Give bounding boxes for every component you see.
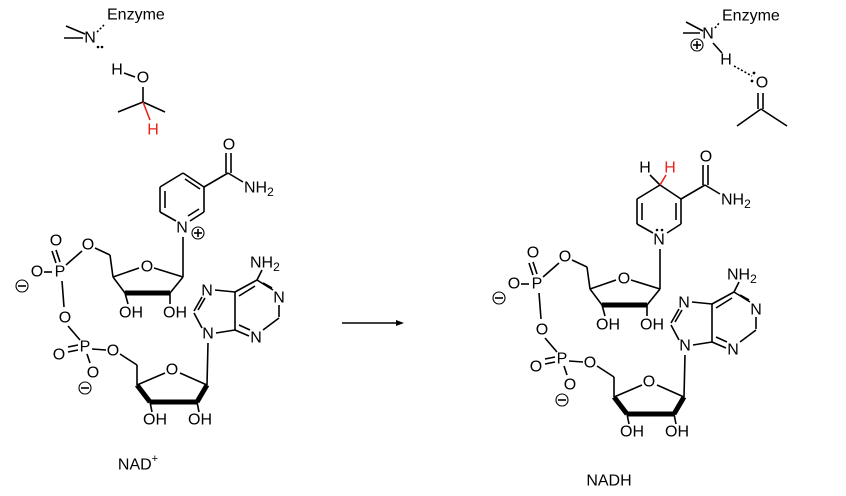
negative-charge-icon bbox=[555, 393, 569, 407]
reactant-label: NAD+ bbox=[118, 453, 158, 474]
atom-label: O bbox=[527, 245, 539, 262]
negative-charge-icon bbox=[78, 381, 92, 395]
atom-label: O bbox=[618, 271, 630, 288]
atom-label: P bbox=[557, 351, 568, 368]
atom-label: O bbox=[166, 362, 178, 379]
ketone-oxygen: O bbox=[756, 75, 768, 92]
atom-label: N bbox=[679, 338, 691, 355]
atom-label: O bbox=[223, 137, 235, 154]
atom-label: OH bbox=[188, 412, 212, 429]
atom-label: P bbox=[80, 339, 91, 356]
adenine-nh2: NH2 bbox=[727, 267, 757, 287]
atom-label: N bbox=[750, 302, 762, 319]
negative-charge-icon bbox=[15, 279, 29, 293]
alcohol-oxygen: O bbox=[137, 70, 149, 87]
nadh-structure: H H O NH2 N O O P O O O P O O O O OH OH … bbox=[492, 149, 762, 441]
atom-label: N bbox=[176, 220, 188, 237]
atom-label: O bbox=[59, 310, 71, 327]
atom-label: N bbox=[201, 283, 213, 300]
atom-label: O bbox=[700, 149, 712, 166]
atom-label: O bbox=[141, 259, 153, 276]
adenine-nh2: NH2 bbox=[250, 255, 280, 275]
atom-label: OH bbox=[143, 412, 167, 429]
atom-label: OH bbox=[596, 317, 620, 334]
ammonium-nitrogen: N bbox=[702, 26, 714, 43]
hydrogen-bond-hydrogen: H bbox=[720, 52, 732, 69]
amide-nh2: NH2 bbox=[721, 192, 751, 212]
atom-label: O bbox=[536, 322, 548, 339]
atom-label: N bbox=[678, 295, 690, 312]
atom-label: O bbox=[53, 347, 65, 364]
atom-label: O bbox=[82, 237, 94, 254]
atom-label: N bbox=[273, 290, 285, 307]
atom-label: H bbox=[664, 160, 676, 177]
atom-label: P bbox=[55, 264, 66, 281]
negative-charge-icon bbox=[492, 291, 506, 305]
amide-nh2: NH2 bbox=[244, 180, 274, 200]
atom-label: O bbox=[584, 355, 596, 372]
atom-label: N bbox=[250, 330, 262, 347]
atom-label: O bbox=[508, 276, 520, 293]
atom-label: N bbox=[653, 232, 665, 249]
atom-label: OH bbox=[119, 305, 143, 322]
atom-label: OH bbox=[163, 305, 187, 322]
atom-label: OH bbox=[640, 317, 664, 334]
atom-label: O bbox=[564, 377, 576, 394]
enzyme-label: Enzyme bbox=[722, 8, 780, 25]
atom-label: OH bbox=[665, 424, 689, 441]
reaction-arrow-icon bbox=[342, 320, 404, 326]
nad-plus-structure: O NH2 N O O P O O O P O O O O OH OH OH O… bbox=[15, 137, 285, 429]
nad-atom-labels: O NH2 N O O P O O O P O O O O OH OH OH O… bbox=[31, 137, 285, 429]
atom-label: O bbox=[107, 343, 119, 360]
hydroxyl-hydrogen: H bbox=[111, 62, 123, 79]
amine-nitrogen: N bbox=[84, 30, 96, 47]
atom-label: O bbox=[643, 374, 655, 391]
product-label: NADH bbox=[586, 473, 631, 490]
nadh-atom-labels: H H O NH2 N O O P O O O P O O O O OH OH … bbox=[508, 149, 762, 441]
atom-label: H bbox=[639, 160, 651, 177]
enzyme-acid-product: N Enzyme H O bbox=[683, 8, 788, 127]
atom-label: N bbox=[202, 326, 214, 343]
atom-label: OH bbox=[620, 424, 644, 441]
transferred-hydride: H bbox=[147, 122, 159, 139]
atom-label: N bbox=[727, 342, 739, 359]
atom-label: O bbox=[31, 264, 43, 281]
enzyme-base-reactant: N Enzyme H O H bbox=[64, 7, 166, 139]
atom-label: P bbox=[532, 276, 543, 293]
lone-pair-dot bbox=[96, 45, 100, 49]
atom-label: O bbox=[50, 233, 62, 250]
atom-label: O bbox=[559, 249, 571, 266]
atom-label: O bbox=[530, 359, 542, 376]
atom-label: O bbox=[87, 365, 99, 382]
enzyme-label: Enzyme bbox=[107, 7, 165, 24]
